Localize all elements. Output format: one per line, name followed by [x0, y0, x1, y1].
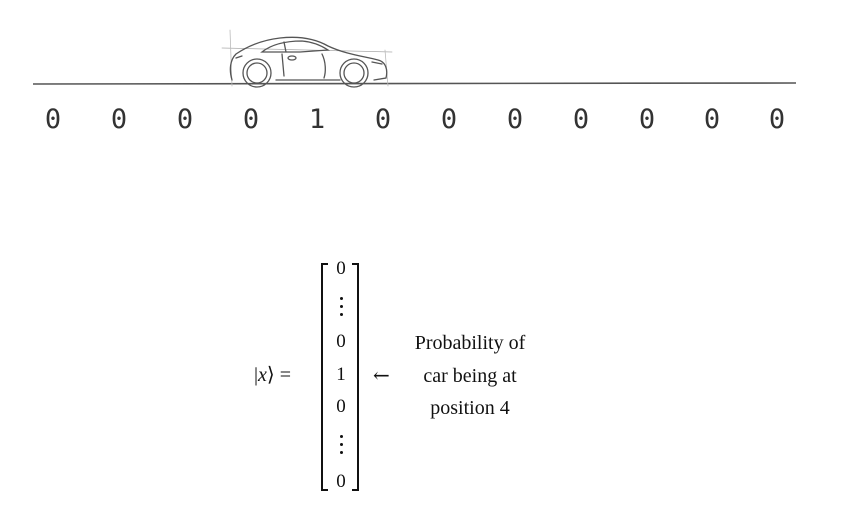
- position-cell: 0: [440, 104, 458, 135]
- ket-symbol: x: [258, 364, 267, 386]
- position-cell: 0: [242, 104, 260, 135]
- vector-entry: 1: [336, 364, 346, 385]
- left-arrow-icon: ←: [373, 363, 390, 387]
- vector-entry: 0: [336, 471, 346, 492]
- road-line: [32, 82, 797, 85]
- position-cell: 0: [703, 104, 721, 135]
- sports-car-sketch-icon: [221, 29, 393, 88]
- annotation-line: position 4: [430, 397, 510, 419]
- position-cell: 0: [638, 104, 656, 135]
- position-cell: 0: [572, 104, 590, 135]
- position-cell: 0: [506, 104, 524, 135]
- vector-entry: 0: [336, 258, 346, 279]
- vector-entry: 0: [336, 331, 346, 352]
- position-cell: 0: [176, 104, 194, 135]
- vector-entry: 0: [336, 396, 346, 417]
- vector-brackets: [321, 263, 359, 491]
- equals-sign: =: [279, 364, 291, 386]
- position-cell: 0: [768, 104, 786, 135]
- car-scene: [32, 29, 797, 88]
- ket-x-label: |x⟩ =: [254, 364, 291, 386]
- vertical-dots-icon: [338, 297, 344, 321]
- position-cell: 1: [308, 104, 326, 135]
- annotation-line: Probability of: [414, 332, 526, 354]
- position-cell: 0: [110, 104, 128, 135]
- vertical-dots-icon: [338, 435, 344, 459]
- position-cell: 0: [44, 104, 62, 135]
- position-cell: 0: [374, 104, 392, 135]
- annotation-line: car being at: [423, 365, 517, 387]
